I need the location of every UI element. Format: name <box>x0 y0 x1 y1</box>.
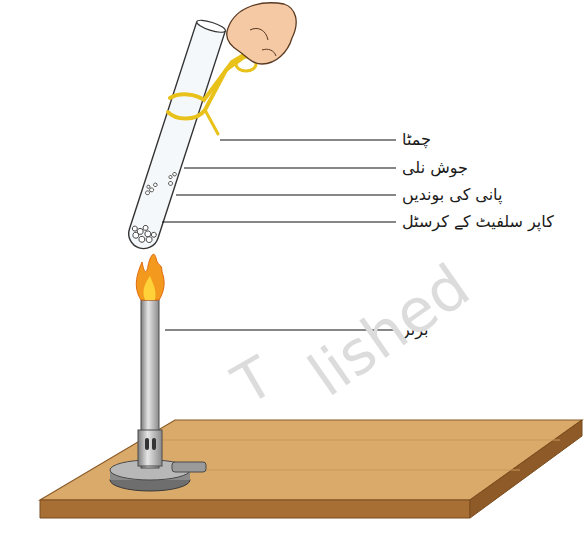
flame <box>136 254 164 300</box>
watermark: lished <box>296 250 482 409</box>
watermark: T <box>222 343 284 416</box>
tongs-label: چمٹا <box>402 130 431 151</box>
crystals-label: کاپر سلفیٹ کے کرسٹل <box>402 212 554 233</box>
water-drops <box>144 166 176 202</box>
hand <box>227 3 296 64</box>
bunsen-burner <box>110 300 206 491</box>
leader-lines <box>162 140 396 330</box>
boiling-tube <box>125 18 227 253</box>
copper-sulphate-crystals <box>129 222 158 246</box>
wooden-table <box>40 420 582 518</box>
water-drops-label: پانی کی بوندیں <box>402 185 502 206</box>
burner-label: برنر <box>402 320 429 341</box>
tube-label: جوش نلی <box>402 158 468 179</box>
